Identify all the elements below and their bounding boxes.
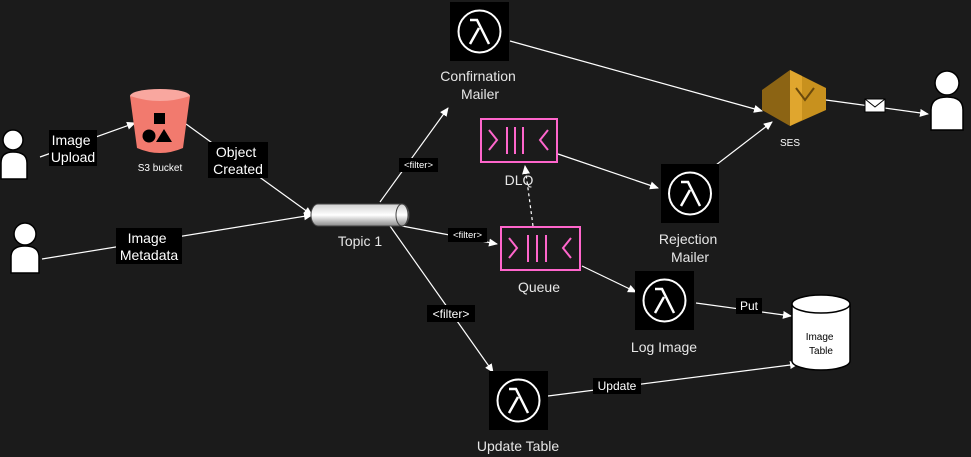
- edge-label-object-created-text: Object Created: [213, 144, 263, 177]
- rejection-mailer-label-line2: Mailer: [671, 249, 709, 265]
- edge-label-update-text: Update: [598, 379, 637, 393]
- edge-label-filter-queue: <filter>: [448, 228, 487, 242]
- queue-icon: [500, 226, 581, 271]
- s3-bucket-node[interactable]: S3 bucket: [130, 89, 190, 174]
- lambda-icon: [489, 371, 548, 430]
- queue-label: Queue: [518, 279, 560, 295]
- image-table-node[interactable]: Image Table: [791, 294, 851, 371]
- edge-label-image-metadata-line1: Image: [128, 230, 167, 246]
- user-icon: [930, 70, 964, 131]
- queue-node[interactable]: Queue: [500, 226, 581, 295]
- user-icon: [0, 129, 28, 180]
- edge-dlq-rejection: [557, 153, 659, 190]
- ses-icon: [762, 70, 826, 126]
- rejection-mailer-label: Rejection Mailer: [659, 231, 721, 265]
- edge-label-image-upload-line1: Image: [52, 132, 91, 148]
- edge-update-table: [547, 361, 799, 397]
- update-table-node[interactable]: Update Table: [477, 371, 559, 454]
- edge-label-update: Update: [593, 378, 641, 394]
- topic-node[interactable]: Topic 1: [310, 203, 410, 249]
- edge-queue-logimage: [581, 265, 637, 293]
- rejection-mailer-node[interactable]: Rejection Mailer: [659, 164, 721, 265]
- edge-label-filter-confirm: <filter>: [399, 158, 438, 172]
- edge-label-put: Put: [736, 298, 762, 314]
- dlq-label: DLQ: [505, 172, 534, 188]
- envelope-icon: [864, 98, 886, 113]
- edge-label-image-metadata-text: Image Metadata: [120, 230, 179, 263]
- database-icon: [791, 294, 851, 371]
- edge-label-object-created-line1: Object: [216, 144, 257, 160]
- edge-label-image-upload: Image Upload: [49, 130, 97, 166]
- edge-label-image-upload-line2: Upload: [51, 149, 95, 165]
- confirmation-mailer-label-line1: Confirnation: [440, 68, 516, 84]
- edge-label-put-text: Put: [740, 299, 759, 313]
- lambda-icon: [635, 271, 694, 330]
- ses-node[interactable]: SES: [762, 70, 826, 149]
- ses-label: SES: [780, 138, 800, 149]
- user-icon: [10, 222, 40, 274]
- edge-label-filter-confirm-text: <filter>: [404, 160, 433, 171]
- topic-cylinder-icon: [310, 203, 410, 227]
- dlq-node[interactable]: DLQ: [480, 118, 558, 188]
- edge-label-filter-update: <filter>: [427, 305, 475, 322]
- image-table-label: Image Table: [806, 332, 837, 357]
- log-image-node[interactable]: Log Image: [631, 271, 697, 355]
- edge-topic-confirmation: [379, 107, 449, 203]
- edge-topic-update: [389, 225, 494, 373]
- confirmation-mailer-label-line2: Mailer: [461, 86, 499, 102]
- edge-label-object-created: Object Created: [208, 142, 268, 178]
- queue-icon: [480, 118, 558, 163]
- edge-label-filter-queue-text: <filter>: [453, 230, 482, 241]
- topic-label: Topic 1: [338, 233, 383, 249]
- confirmation-mailer-label: Confirnation Mailer: [440, 68, 519, 102]
- lambda-icon: [661, 164, 719, 223]
- rejection-mailer-label-line1: Rejection: [659, 231, 717, 247]
- image-table-label-line1: Image: [806, 332, 834, 343]
- image-table-label-line2: Table: [809, 346, 833, 357]
- update-table-label: Update Table: [477, 438, 559, 454]
- lambda-icon: [450, 2, 509, 61]
- log-image-label: Log Image: [631, 339, 697, 355]
- edge-label-object-created-line2: Created: [213, 161, 263, 177]
- edge-label-filter-update-text: <filter>: [433, 307, 470, 321]
- s3-bucket-label: S3 bucket: [138, 163, 183, 174]
- edge-label-image-metadata-line2: Metadata: [120, 247, 179, 263]
- confirmation-mailer-node[interactable]: Confirnation Mailer: [440, 2, 519, 102]
- edge-label-image-upload-text: Image Upload: [51, 132, 95, 165]
- edge-confirmation-ses: [509, 40, 763, 113]
- edge-label-image-metadata: Image Metadata: [116, 228, 182, 264]
- s3-bucket-icon: [130, 89, 190, 153]
- edge-queue-dlq: [522, 165, 534, 227]
